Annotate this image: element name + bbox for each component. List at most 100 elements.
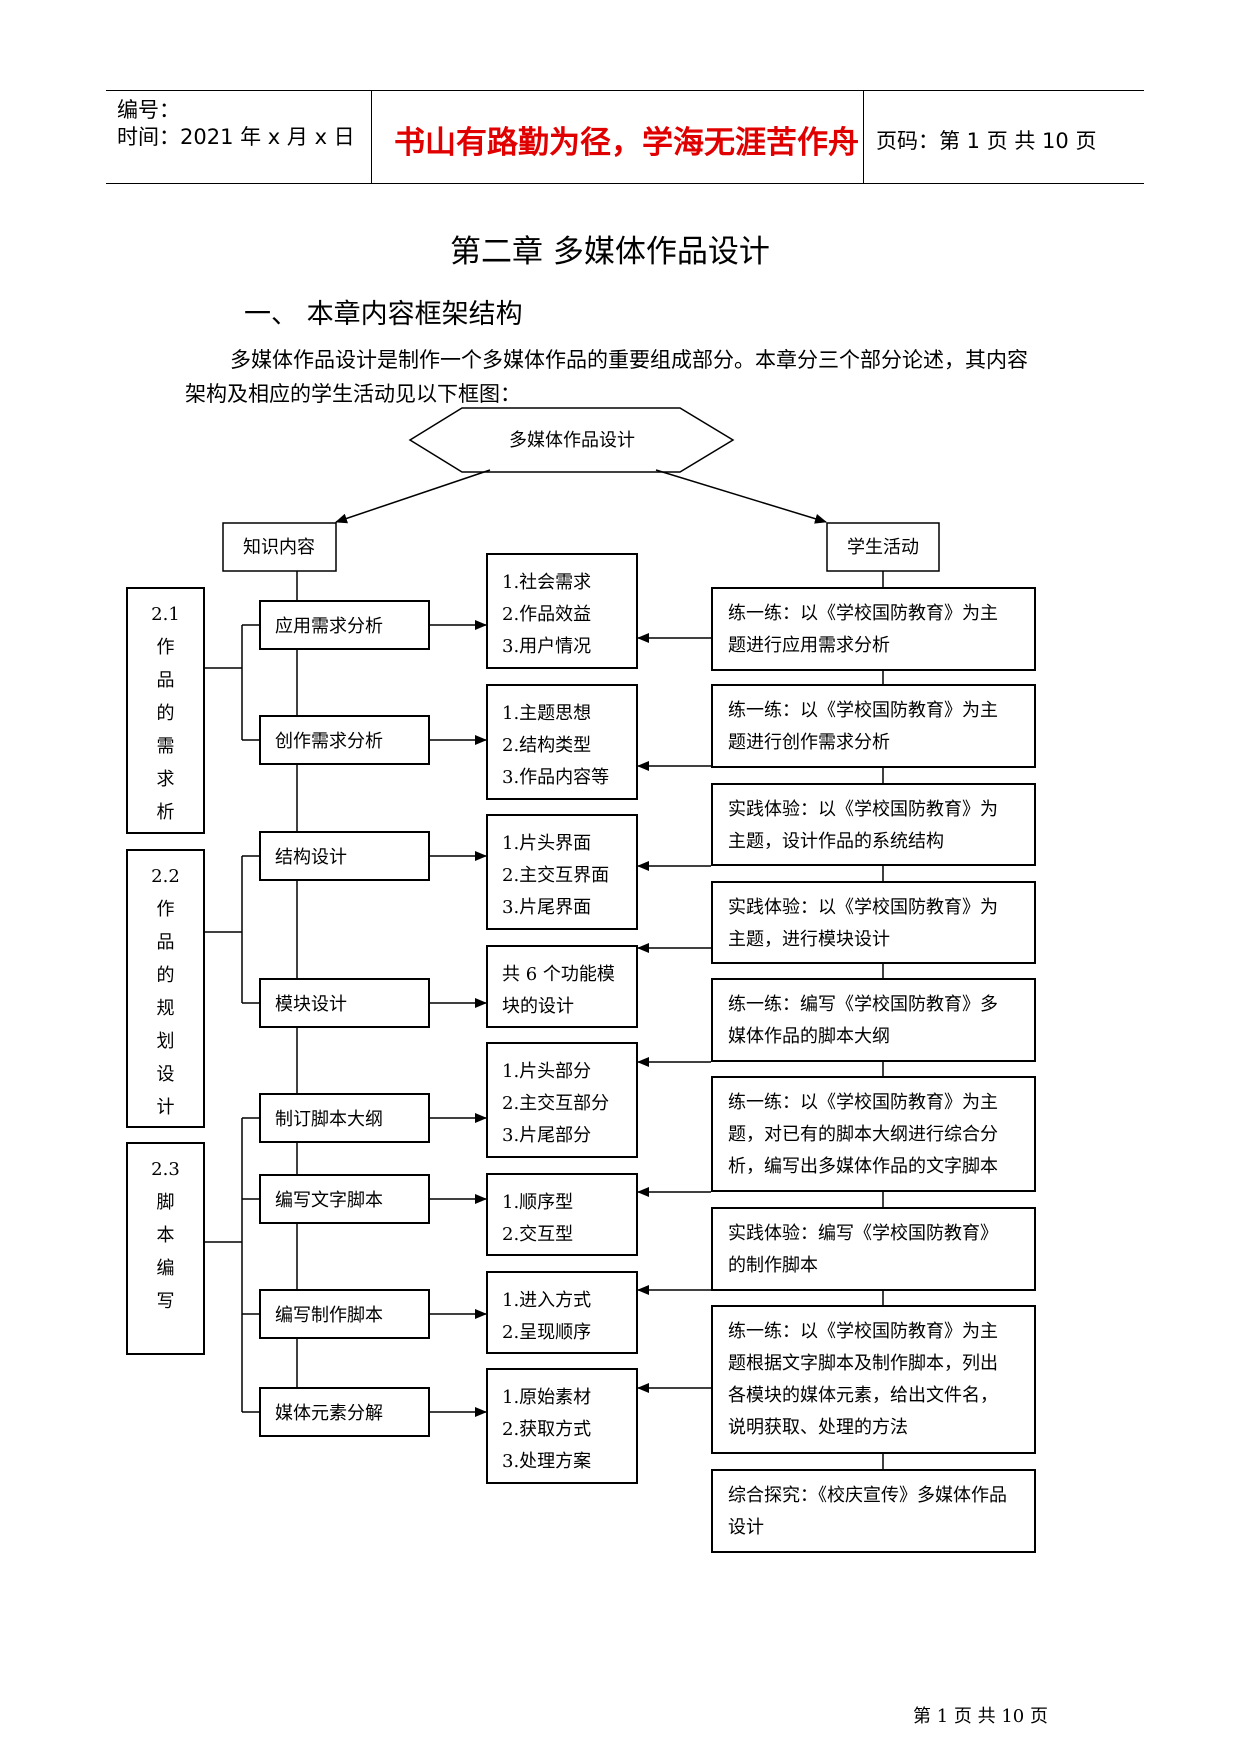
- activity-box-6: [711, 1076, 1036, 1192]
- group-2-label-line: 设: [157, 1064, 175, 1085]
- detail-box-2: [486, 684, 638, 800]
- activity-box-5: [711, 978, 1036, 1062]
- detail-line: 1.进入方式: [502, 1290, 591, 1311]
- detail-box-5: [486, 1042, 638, 1158]
- activity-line: 说明获取、处理的方法: [728, 1417, 908, 1438]
- group-2-label-line: 2.2: [151, 866, 180, 887]
- activity-box-4: [711, 881, 1036, 964]
- topic-label: 媒体元素分解: [275, 1403, 383, 1424]
- detail-box-3: [486, 814, 638, 930]
- header-divider-left: [371, 90, 372, 183]
- group-1-label-line: 析: [157, 802, 175, 823]
- topic-label: 制订脚本大纲: [275, 1109, 383, 1130]
- detail-line: 1.片头界面: [502, 833, 591, 854]
- header-page-label: 页码：第 1 页 共 10 页: [876, 129, 1097, 153]
- detail-line: 1.片头部分: [502, 1061, 591, 1082]
- activity-line: 主题，设计作品的系统结构: [728, 831, 944, 852]
- group-3-label-line: 本: [157, 1225, 175, 1246]
- group-2-label-line: 作: [157, 899, 175, 920]
- group-3-label-line: 2.3: [151, 1159, 180, 1180]
- detail-line: 块的设计: [502, 996, 574, 1017]
- detail-box-7: [486, 1271, 638, 1354]
- group-2-label-line: 的: [157, 965, 175, 986]
- topic-label: 编写制作脚本: [275, 1305, 383, 1326]
- topic-box-4: [259, 978, 430, 1028]
- detail-box-4: [486, 945, 638, 1028]
- chapter-title: 第二章 多媒体作品设计: [450, 234, 770, 270]
- detail-box-6: [486, 1173, 638, 1256]
- group-1-label-line: 求: [157, 769, 175, 790]
- activity-line: 实践体验：以《学校国防教育》为: [728, 897, 998, 918]
- topic-label: 结构设计: [275, 847, 347, 868]
- group-2-label-line: 品: [157, 932, 175, 953]
- detail-line: 共 6 个功能模: [502, 964, 615, 985]
- activity-line: 练一练：以《学校国防教育》为主: [728, 700, 998, 721]
- intro-paragraph: 多媒体作品设计是制作一个多媒体作品的重要组成部分。本章分三个部分论述，其内容 架…: [185, 343, 1085, 411]
- activity-box-9: [711, 1469, 1036, 1553]
- detail-line: 2.主交互部分: [502, 1093, 609, 1114]
- group-2-label-line: 计: [157, 1097, 175, 1118]
- group-3-label-line: 编: [157, 1258, 175, 1279]
- header-divider-right: [863, 90, 864, 183]
- intro-line-2: 架构及相应的学生活动见以下框图：: [185, 382, 521, 406]
- topic-box-3: [259, 831, 430, 881]
- topic-box-7: [259, 1289, 430, 1339]
- topic-label: 模块设计: [275, 994, 347, 1015]
- activity-line: 媒体作品的脚本大纲: [728, 1026, 890, 1047]
- topic-box-5: [259, 1093, 430, 1143]
- group-1-label-line: 的: [157, 703, 175, 724]
- group-2-label-line: 划: [157, 1031, 175, 1052]
- topic-box-6: [259, 1174, 430, 1224]
- detail-box-8: [486, 1368, 638, 1484]
- topic-box-1: [259, 600, 430, 650]
- detail-line: 2.交互型: [502, 1224, 573, 1245]
- activity-box-2: [711, 684, 1036, 768]
- activity-line: 练一练：以《学校国防教育》为主: [728, 603, 998, 624]
- root-hexagon: [408, 407, 735, 473]
- activity-box-7: [711, 1207, 1036, 1291]
- detail-line: 2.呈现顺序: [502, 1322, 591, 1343]
- section-title: 一、 本章内容框架结构: [244, 299, 523, 330]
- group-1-label-line: 品: [157, 670, 175, 691]
- activity-line: 题进行创作需求分析: [728, 732, 890, 753]
- activity-line: 题，对已有的脚本大纲进行综合分: [728, 1124, 998, 1145]
- root-arrow-right: [655, 469, 827, 524]
- activity-box-3: [711, 783, 1036, 866]
- topic-label: 创作需求分析: [275, 731, 383, 752]
- detail-line: 3.片尾界面: [502, 897, 591, 918]
- activity-line: 实践体验：编写《学校国防教育》: [728, 1223, 998, 1244]
- group-3-label-line: 脚: [157, 1192, 175, 1213]
- detail-line: 2.主交互界面: [502, 865, 609, 886]
- header-time-label: 时间：2021 年 x 月 x 日: [117, 125, 355, 149]
- group-1-label-line: 2.1: [151, 604, 180, 625]
- header-number-label: 编号：: [117, 98, 180, 122]
- activity-line: 设计: [728, 1517, 764, 1538]
- detail-line: 2.获取方式: [502, 1419, 591, 1440]
- activity-line: 题根据文字脚本及制作脚本，列出: [728, 1353, 998, 1374]
- activity-line: 练一练：以《学校国防教育》为主: [728, 1092, 998, 1113]
- group-1-label-line: 需: [157, 736, 175, 757]
- activity-line: 实践体验：以《学校国防教育》为: [728, 799, 998, 820]
- detail-line: 1.主题思想: [502, 703, 591, 724]
- activity-label: 学生活动: [847, 537, 919, 558]
- group-box-2: [126, 849, 205, 1128]
- group-box-3: [126, 1142, 205, 1355]
- activity-box-1: [711, 587, 1036, 671]
- detail-line: 1.原始素材: [502, 1387, 591, 1408]
- activity-line: 主题，进行模块设计: [728, 929, 890, 950]
- detail-line: 3.用户情况: [502, 636, 591, 657]
- group-3-label-line: 写: [157, 1291, 175, 1312]
- activity-box: [826, 522, 940, 572]
- detail-box-1: [486, 553, 638, 669]
- detail-line: 1.顺序型: [502, 1192, 573, 1213]
- group-box-1: [126, 587, 205, 834]
- detail-line: 2.结构类型: [502, 735, 591, 756]
- group-1-label-line: 作: [157, 637, 175, 658]
- topic-box-8: [259, 1387, 430, 1437]
- activity-line: 综合探究：《校庆宣传》多媒体作品: [728, 1485, 1007, 1506]
- topic-label: 应用需求分析: [275, 616, 383, 637]
- group-2-label-line: 规: [157, 998, 175, 1019]
- activity-box-8: [711, 1305, 1036, 1454]
- activity-line: 练一练：编写《学校国防教育》多: [728, 994, 998, 1015]
- detail-line: 2.作品效益: [502, 604, 591, 625]
